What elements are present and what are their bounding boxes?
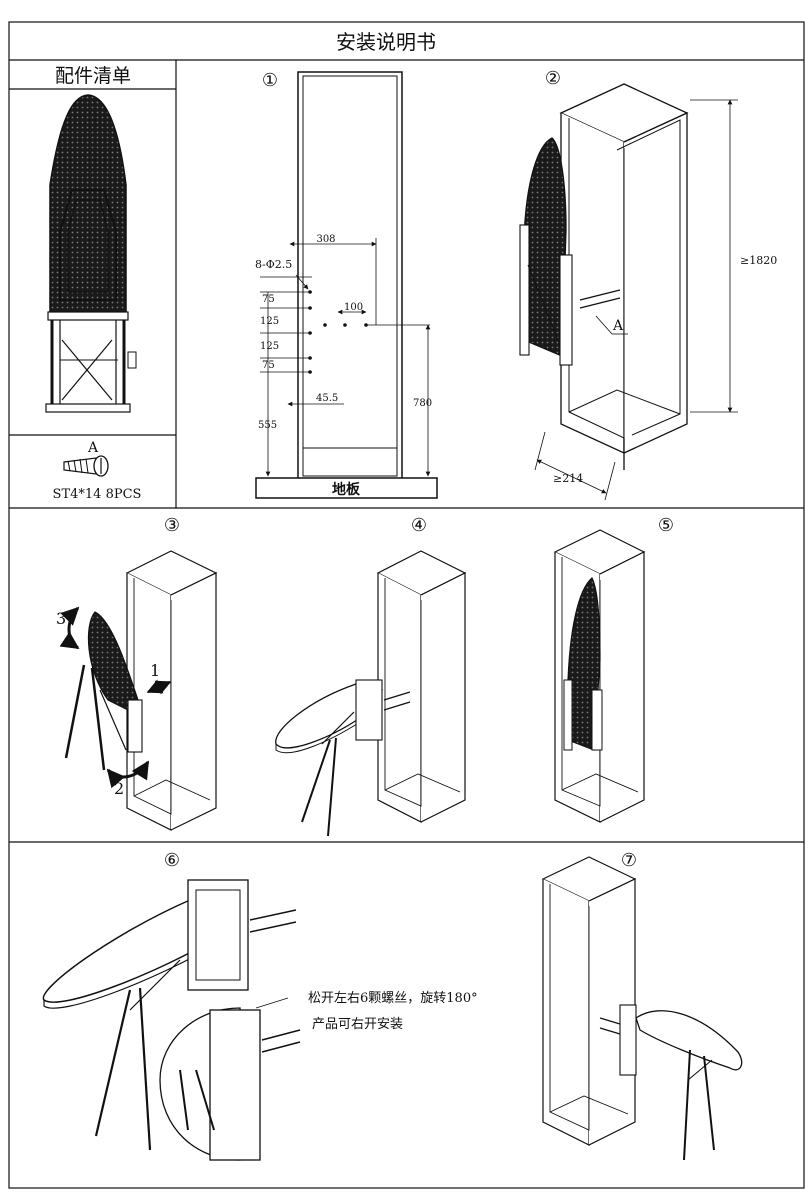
dimension-lines <box>260 238 431 477</box>
dim-308: 308 <box>316 234 335 245</box>
step-5-number: ⑤ <box>658 515 674 536</box>
dim-75-top: 75 <box>262 294 275 305</box>
dimension-lines-step2 <box>534 99 738 501</box>
step-3-number: ③ <box>164 515 180 536</box>
step-2-number: ② <box>545 68 561 89</box>
arrow-label-3: 3 <box>56 609 66 628</box>
rotate-note-line-2: 产品可右开安装 <box>312 1017 403 1032</box>
board-with-stand-step3 <box>64 611 143 771</box>
rotate-note-line-1: 松开左右6颗螺丝，旋转180° <box>308 991 478 1006</box>
dim-100: 100 <box>344 302 363 313</box>
step-1-number: ① <box>262 70 278 91</box>
dim-555: 555 <box>258 420 277 431</box>
board-bracket-closeup-step6 <box>42 879 297 1151</box>
step-4-number: ④ <box>411 515 427 536</box>
detail-bubble-step6 <box>159 997 301 1161</box>
dim-75-bottom: 75 <box>262 360 275 371</box>
dim-780: 780 <box>413 398 432 409</box>
slide-arrow-1-icon <box>146 679 172 695</box>
arrow-label-1: 1 <box>150 661 160 680</box>
step-6-number: ⑥ <box>164 850 180 871</box>
dim-125-upper: 125 <box>260 316 279 327</box>
page-frame <box>8 21 805 1189</box>
rotate-arrow-3-icon <box>59 606 80 650</box>
dim-125-lower: 125 <box>260 341 279 352</box>
floor-label: 地板 <box>332 481 361 498</box>
cabinet-isometric-step2 <box>559 83 689 470</box>
hole-spec-label: 8-Φ2.5 <box>255 258 292 271</box>
depth-dimension: ≥214 <box>553 472 583 485</box>
parts-list-heading: 配件清单 <box>55 65 131 87</box>
mounted-board-right-step7 <box>599 1004 743 1161</box>
height-dimension: ≥1820 <box>740 254 777 267</box>
part-a-letter: A <box>87 440 99 456</box>
part-a-spec: ST4*14 8PCS <box>53 487 142 502</box>
rotate-arrow-2-icon <box>106 760 150 789</box>
screw-callout-a: A <box>612 318 624 334</box>
arrow-label-2: 2 <box>114 779 124 798</box>
open-board-step4 <box>275 679 411 837</box>
screw-icon <box>63 455 109 477</box>
folded-board-step2 <box>519 137 621 366</box>
step-7-number: ⑦ <box>621 850 637 871</box>
cabinet-isometric-step3 <box>125 550 218 831</box>
cabinet-isometric-step7 <box>541 856 637 1146</box>
page-title: 安装说明书 <box>336 30 436 54</box>
ironing-board-parts-drawing <box>45 94 137 413</box>
dim-45-5: 45.5 <box>316 393 338 404</box>
cabinet-isometric-step4 <box>376 550 467 823</box>
cabinet-front-elevation <box>255 71 438 499</box>
stored-board-step5 <box>563 577 603 751</box>
